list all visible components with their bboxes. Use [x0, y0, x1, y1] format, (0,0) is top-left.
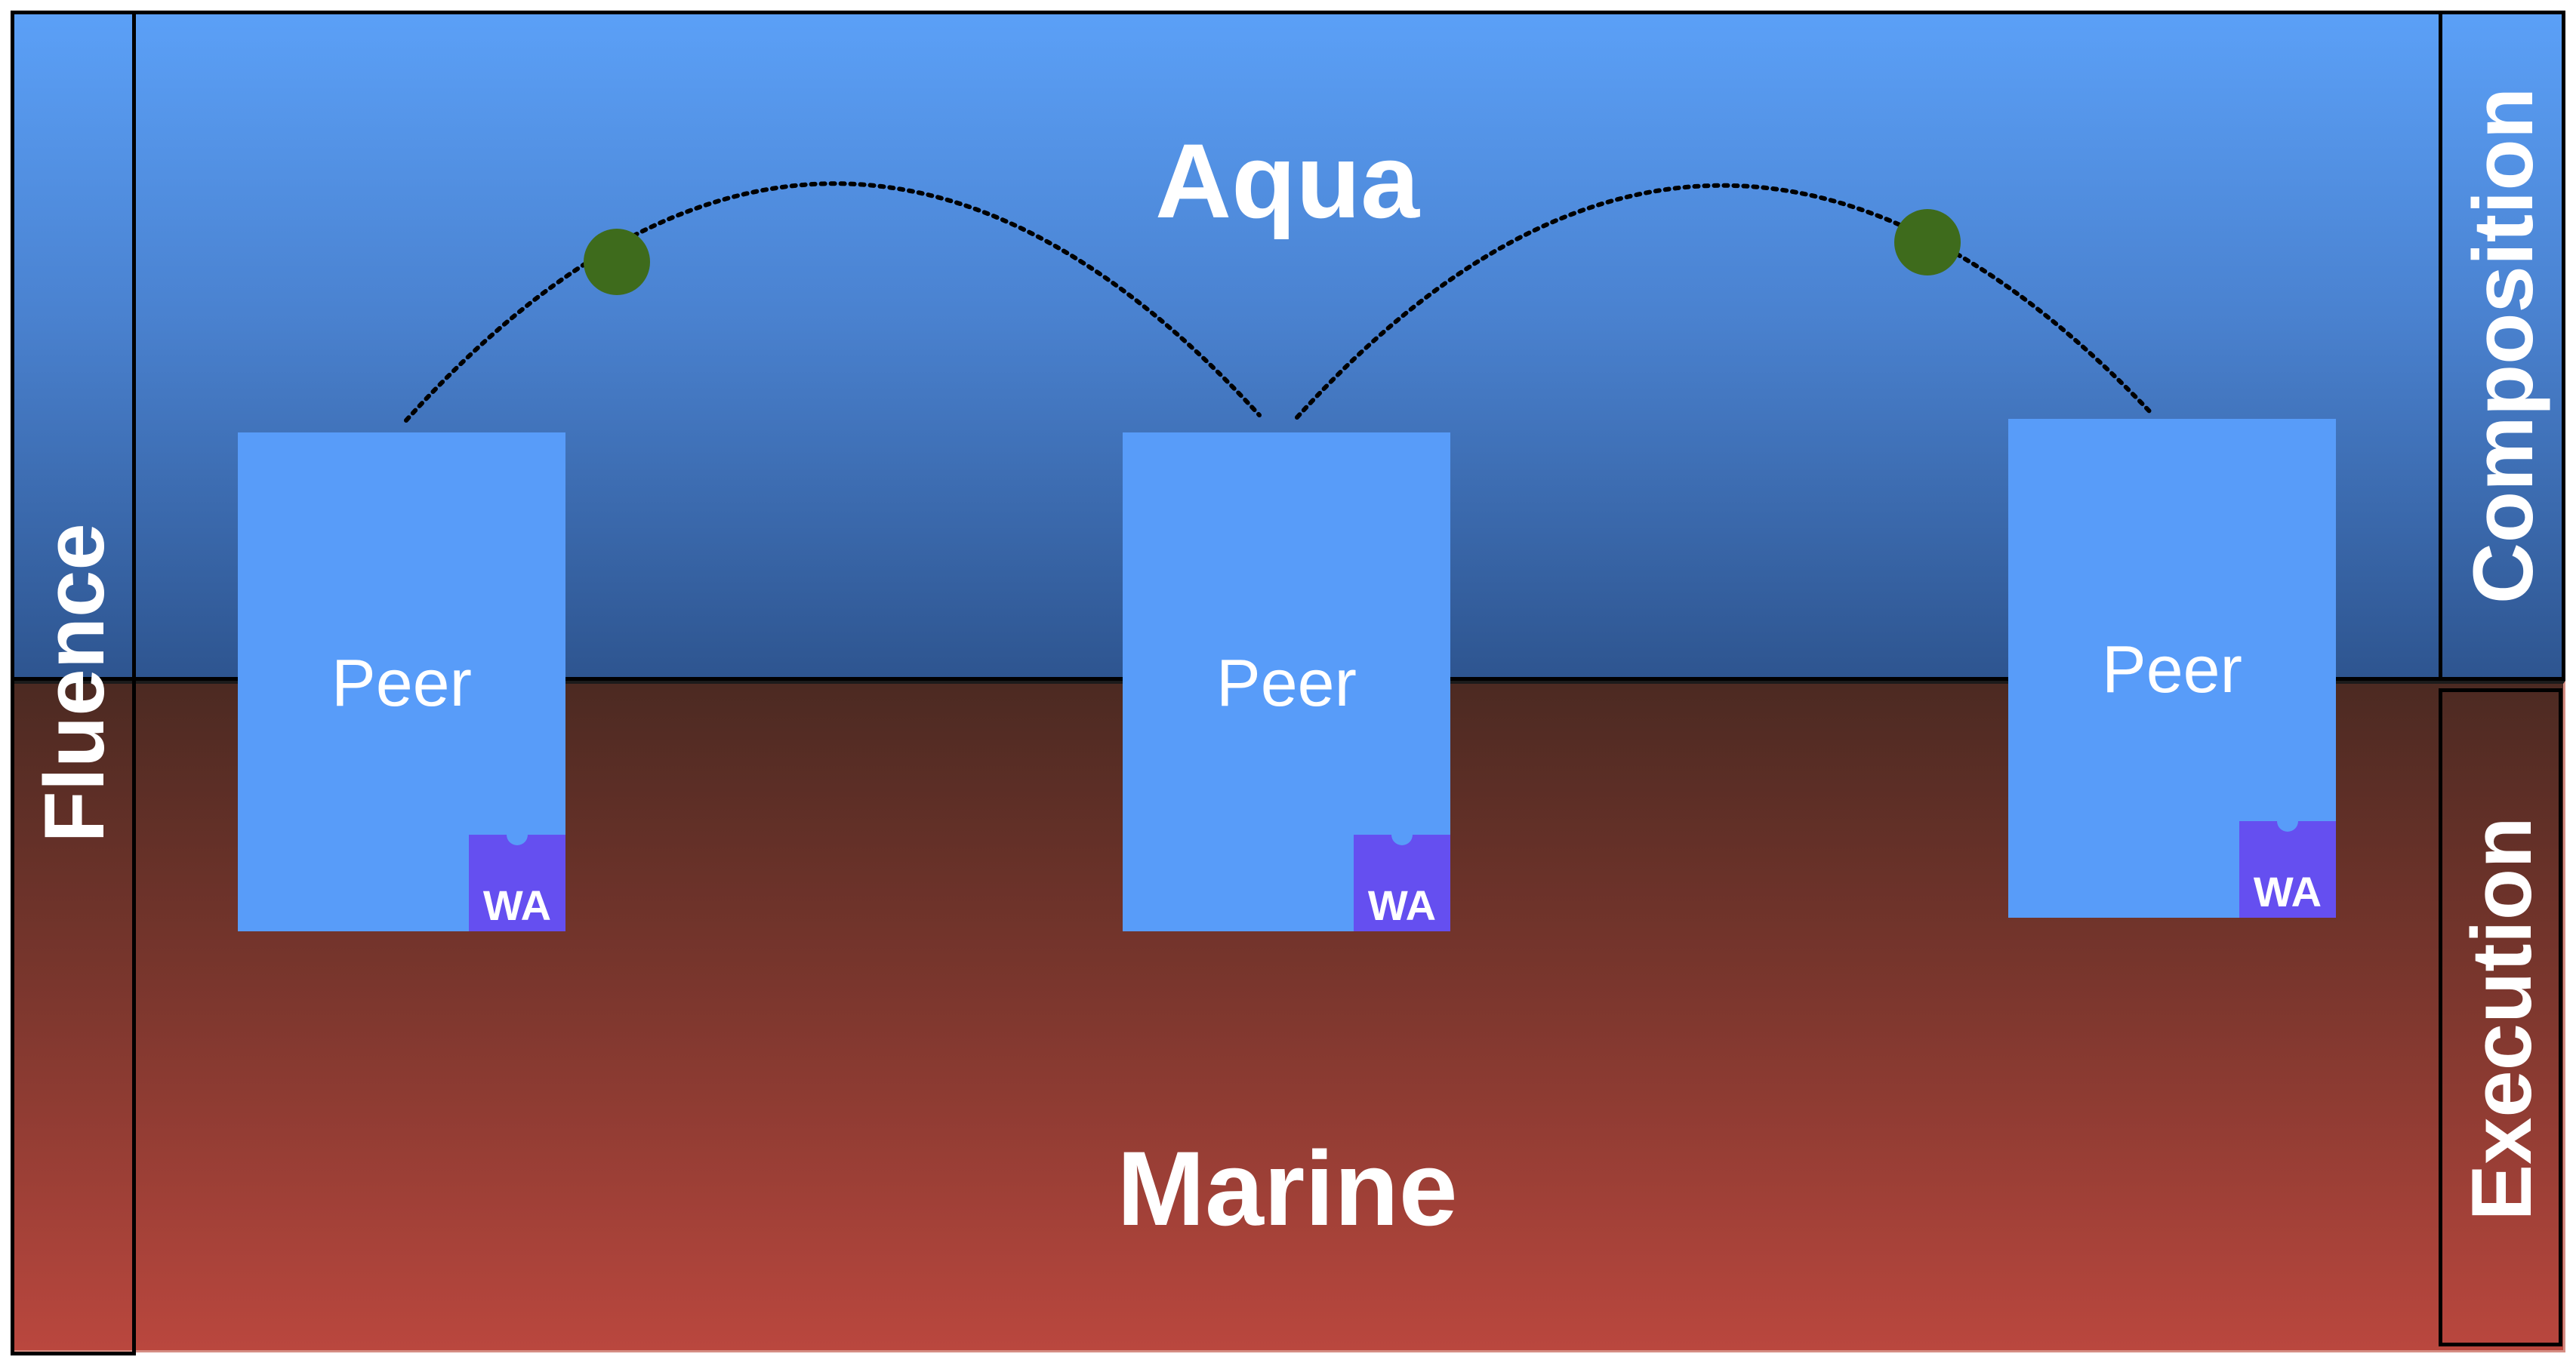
webassembly-badge-icon: WA [1354, 824, 1450, 931]
peer-node-1: Peer WA [238, 432, 565, 931]
composition-frame [2439, 11, 2565, 681]
peer-node-2: Peer WA [1123, 432, 1450, 931]
composition-label: Composition [2456, 87, 2550, 605]
peer-label: Peer [331, 645, 472, 720]
execution-frame [2439, 688, 2562, 1346]
webassembly-badge-label: WA [2253, 868, 2322, 915]
marine-title: Marine [1117, 1129, 1458, 1248]
peer-label: Peer [1216, 645, 1357, 720]
peer-label: Peer [2102, 632, 2242, 706]
webassembly-badge-icon: WA [469, 824, 565, 931]
webassembly-badge-label: WA [1367, 882, 1437, 929]
connection-node-2 [1894, 209, 1961, 275]
execution-label: Execution [2454, 817, 2549, 1221]
connection-node-1 [584, 229, 650, 295]
webassembly-badge-label: WA [482, 882, 552, 929]
connection-arc-1 [404, 181, 1262, 423]
connection-arc-2 [1295, 183, 2154, 420]
badge-notch [2277, 811, 2298, 832]
badge-notch [507, 824, 528, 845]
aqua-title: Aqua [1155, 122, 1419, 240]
webassembly-badge-icon: WA [2239, 811, 2336, 918]
peer-node-3: Peer WA [2008, 419, 2336, 918]
badge-notch [1391, 824, 1413, 845]
fluence-label: Fluence [27, 523, 122, 843]
fluence-frame [11, 11, 136, 1355]
